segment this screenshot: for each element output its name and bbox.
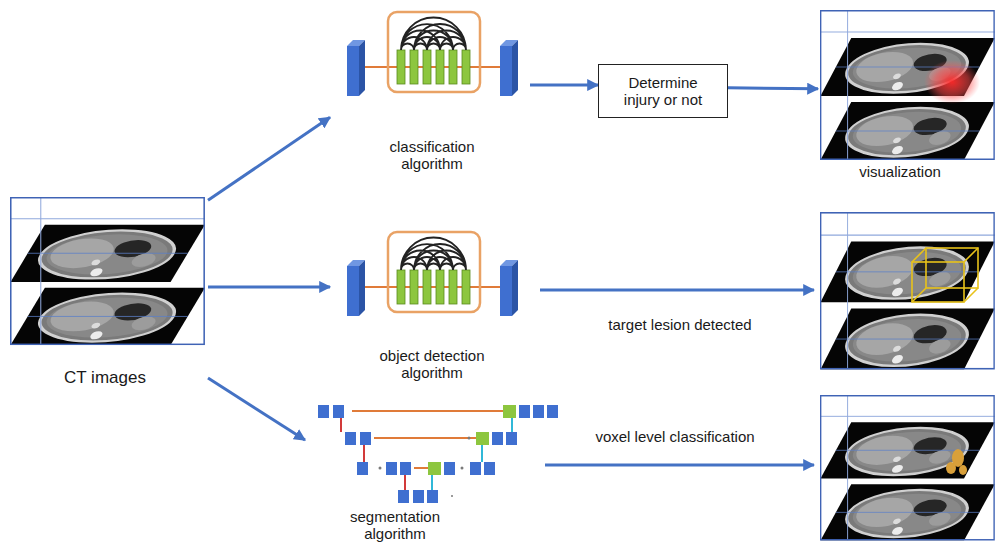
illustration-part (481, 445, 483, 462)
illustration-part (444, 462, 455, 475)
illustration-part (506, 432, 517, 445)
illustration-part (912, 248, 926, 262)
heatmap (924, 60, 980, 104)
illustration-part (360, 432, 371, 445)
illustration-part (503, 405, 516, 418)
flow-arrow (728, 88, 818, 89)
bounding-box (912, 248, 978, 302)
illustration-part (959, 465, 967, 475)
node-label: Determine injury or not (613, 74, 713, 109)
illustration-part (461, 467, 464, 470)
illustration-part (345, 432, 356, 445)
illustration-part (533, 405, 544, 418)
illustration-part (946, 462, 956, 474)
illustration-part (428, 405, 516, 475)
flow-arrow (208, 285, 330, 288)
network-block: classification algorithm (330, 10, 530, 195)
illustration-part (912, 288, 926, 302)
illustration-part (964, 248, 978, 262)
illustration-part (511, 418, 513, 432)
output-stack (820, 10, 995, 160)
illustration-part (357, 462, 368, 475)
image-stack: visualization (818, 8, 996, 190)
illustration-part (964, 288, 978, 302)
ct-stack (10, 197, 205, 345)
illustration-part (912, 262, 964, 302)
illustration-part (363, 445, 365, 462)
illustration-part (404, 475, 406, 490)
illustration-part (547, 405, 558, 418)
illustration-part (400, 462, 411, 475)
illustration-part (318, 405, 558, 503)
illustration-part (379, 437, 471, 498)
segmentation-mask (946, 449, 967, 475)
illustration-part (428, 462, 441, 475)
node-label: CT images (45, 368, 165, 388)
illustration-part (476, 432, 489, 445)
illustration-part (492, 432, 503, 445)
process-box: Determine injury or not (598, 64, 728, 118)
node-label: segmentation algorithm (325, 508, 465, 543)
flow-arrow (208, 378, 305, 440)
illustration-part (484, 462, 495, 475)
node-label: classification algorithm (367, 138, 497, 173)
illustration-part (519, 405, 530, 418)
illustration-part (318, 405, 329, 418)
node-label: object detection algorithm (367, 347, 497, 382)
detection-network-icon (347, 232, 518, 316)
illustration-part (414, 467, 428, 469)
flow-arrow (208, 117, 330, 200)
illustration-part (386, 462, 397, 475)
classification-network-icon (347, 12, 518, 96)
illustration-part (413, 490, 424, 503)
output-arrow (545, 464, 814, 467)
illustration-part (340, 418, 342, 432)
output-arrow (540, 289, 814, 292)
arrow-label: voxel level classification (593, 428, 756, 445)
illustration-part (926, 248, 978, 288)
illustration-part (398, 490, 409, 503)
image-stack: CT images (8, 190, 208, 395)
unet-icon (318, 405, 558, 503)
arrow-label: target lesion detected (606, 316, 753, 333)
illustration-part (379, 467, 382, 470)
flow-arrow (530, 83, 598, 86)
network-block: segmentation algorithm (305, 398, 580, 552)
illustration-part (451, 495, 453, 497)
output-stack (820, 395, 995, 541)
illustration-part (374, 437, 476, 439)
network-block: object detection algorithm (330, 230, 530, 400)
illustration-part (468, 437, 471, 440)
illustration-part (470, 462, 481, 475)
node-label: visualization (835, 163, 965, 180)
illustration-part (333, 405, 344, 418)
illustration-part (431, 475, 433, 490)
illustration-part (352, 410, 503, 412)
illustration-part (427, 490, 438, 503)
output-stack (820, 212, 995, 370)
